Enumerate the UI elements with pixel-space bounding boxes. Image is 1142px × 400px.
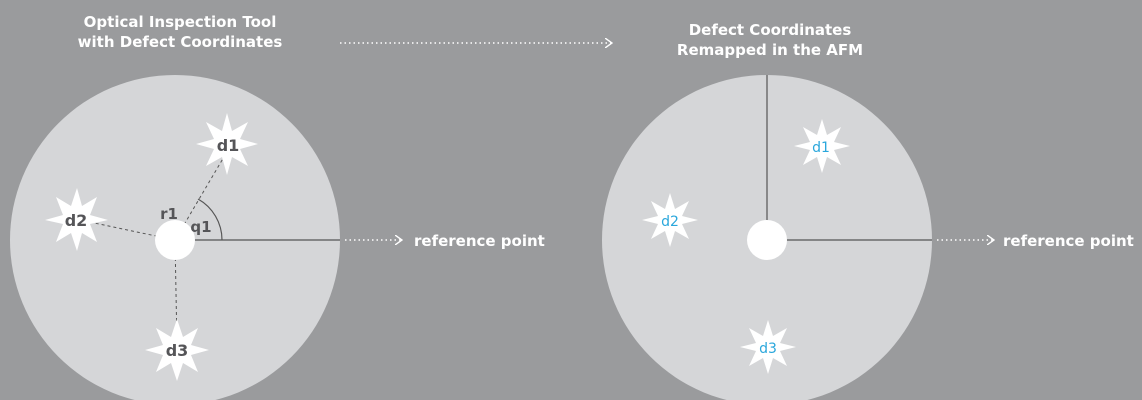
afm-defect-d2-star [642, 193, 698, 247]
defect-d1-star [196, 113, 258, 175]
optical-tool-title: Optical Inspection Tool with Defect Coor… [60, 12, 300, 52]
afm-title: Defect Coordinates Remapped in the AFM [650, 20, 890, 60]
defect-d2-label: d2 [65, 211, 88, 230]
optical-tool-title-line2: with Defect Coordinates [77, 33, 283, 51]
optical-wafer: d1 d2 d3 r1 q1 [10, 75, 402, 400]
defect-d1-label: d1 [217, 136, 240, 155]
afm-defect-d1-star [794, 119, 850, 173]
afm-wafer-center [747, 220, 787, 260]
optical-reference-point-label: reference point [414, 232, 545, 250]
angle-q1-label: q1 [190, 218, 211, 236]
afm-wafer: d1 d2 d3 [602, 75, 994, 400]
defect-d3-star [145, 319, 209, 381]
radius-r1-label: r1 [160, 205, 178, 223]
optical-wafer-center [155, 220, 195, 260]
r1-line-d2 [79, 219, 176, 241]
afm-defect-d3-label: d3 [759, 341, 777, 357]
afm-defect-d2-label: d2 [661, 214, 679, 230]
optical-tool-title-line1: Optical Inspection Tool [83, 13, 277, 31]
defect-d3-label: d3 [166, 341, 189, 360]
q1-angle-arc [197, 198, 223, 241]
afm-defect-d1-label: d1 [812, 140, 830, 156]
afm-title-line2: Remapped in the AFM [676, 41, 864, 59]
afm-title-line1: Defect Coordinates [688, 21, 852, 39]
afm-defect-d3-star [740, 320, 796, 374]
defect-d2-star [45, 188, 108, 251]
afm-reference-point-label: reference point [1003, 232, 1134, 250]
